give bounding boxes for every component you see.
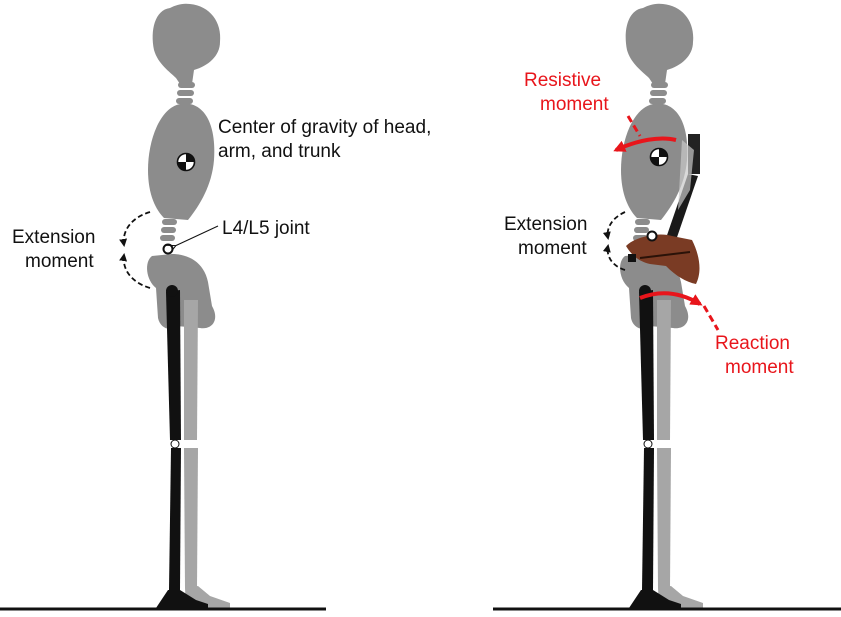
resistive-label-line1: Resistive (524, 69, 601, 92)
extension-arrow-lower (124, 255, 150, 288)
l4-l5-joint-marker (164, 245, 173, 254)
extension-arrow-upper-right (608, 212, 625, 238)
extension-label-right-line1: Extension (504, 213, 587, 236)
center-of-gravity-marker-right (651, 149, 668, 166)
extension-label-line1: Extension (12, 226, 95, 249)
joint-pointer-line (175, 226, 218, 246)
reaction-label-line2: moment (725, 356, 794, 379)
l4-l5-joint-marker-right (648, 232, 657, 241)
extension-label-line2: moment (25, 250, 94, 273)
extension-arrow-upper (124, 212, 150, 245)
cog-label-line2: arm, and trunk (218, 140, 341, 163)
reaction-label-line1: Reaction (715, 332, 790, 355)
resistive-label-line2: moment (540, 93, 609, 116)
center-of-gravity-marker (178, 154, 195, 171)
reaction-pointer (704, 306, 718, 330)
extension-label-right-line2: moment (518, 237, 587, 260)
cog-label-line1: Center of gravity of head, (218, 116, 431, 139)
left-figure (147, 4, 230, 608)
joint-label: L4/L5 joint (222, 217, 310, 240)
right-figure (620, 4, 703, 608)
